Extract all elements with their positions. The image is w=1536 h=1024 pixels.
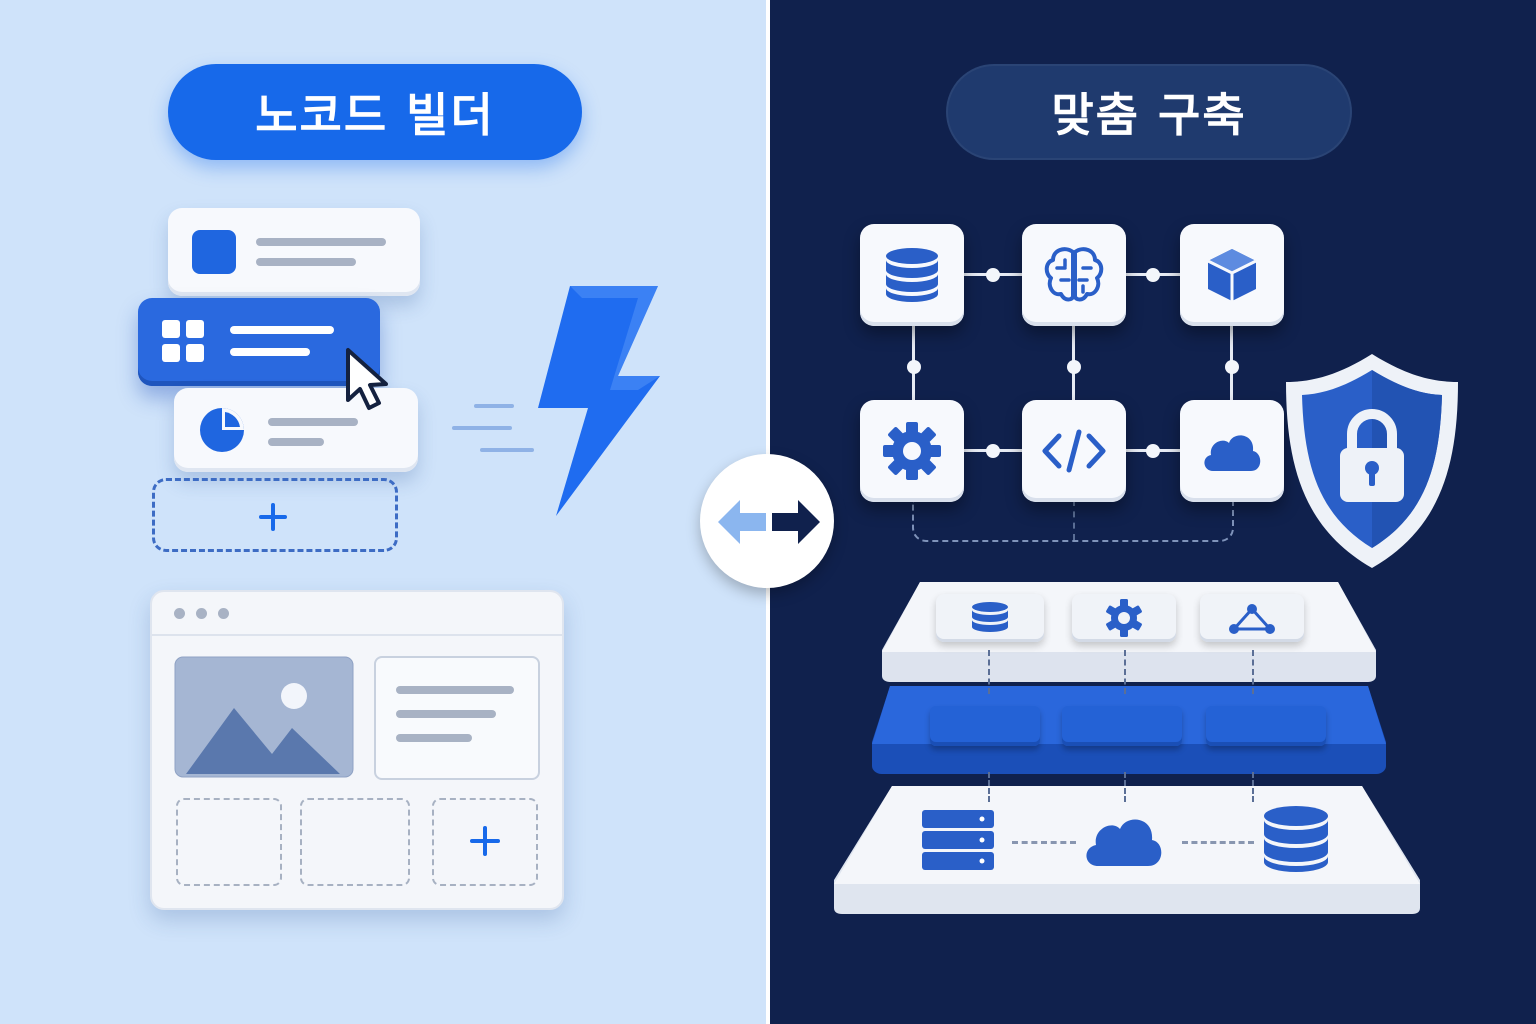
browser-window-mock: [150, 590, 564, 910]
brain-node: [1022, 224, 1126, 326]
text-line: [256, 238, 386, 246]
database-icon: [1264, 806, 1328, 872]
speed-line: [452, 426, 512, 430]
dashed-connector: [988, 772, 990, 802]
connector-joint: [907, 360, 921, 374]
add-slot[interactable]: [432, 798, 538, 886]
database-icon: [886, 248, 938, 302]
grid-icon: [162, 320, 206, 364]
text-line: [396, 734, 472, 742]
text-line: [268, 418, 358, 426]
dashed-connector: [912, 500, 1234, 542]
dashed-connector: [1124, 650, 1126, 694]
brain-icon: [1044, 247, 1104, 302]
cloud-node: [1180, 400, 1284, 502]
window-dot: [218, 608, 229, 619]
pie-chart-icon: [200, 408, 244, 452]
service-slot: [936, 594, 1044, 642]
cloud-icon: [1086, 819, 1162, 866]
network-icon: [1229, 604, 1275, 634]
code-node: [1022, 400, 1126, 502]
gear-icon: [883, 422, 941, 480]
connector-joint: [1225, 360, 1239, 374]
dashed-connector: [1073, 500, 1075, 540]
database-node: [860, 224, 964, 326]
window-dot: [174, 608, 185, 619]
swap-arrows-icon: [718, 500, 820, 544]
service-slot: [1072, 594, 1176, 642]
server-icon: [922, 810, 994, 870]
shield-lock-icon: [1286, 354, 1458, 568]
image-placeholder-icon: [174, 656, 354, 778]
block-card-1: [168, 208, 420, 296]
square-icon: [192, 230, 236, 274]
text-line: [396, 686, 514, 694]
dashed-connector: [1012, 841, 1076, 844]
text-line: [396, 710, 496, 718]
cloud-icon: [1204, 435, 1261, 471]
module-block: [1206, 706, 1326, 746]
connector-joint: [986, 444, 1000, 458]
no-code-title: 노코드 빌더: [168, 64, 582, 160]
lightning-icon: [538, 286, 660, 516]
plus-icon: [259, 503, 287, 531]
logic-layer: [870, 684, 1388, 776]
speed-line: [480, 448, 534, 452]
connector-joint: [1146, 268, 1160, 282]
empty-slot[interactable]: [300, 798, 410, 886]
connector-joint: [1146, 444, 1160, 458]
add-block-slot[interactable]: [152, 478, 398, 552]
text-line: [256, 258, 356, 266]
window-dot: [196, 608, 207, 619]
cursor-icon: [346, 348, 388, 410]
connector-joint: [986, 268, 1000, 282]
block-card-2: [138, 298, 380, 386]
cube-icon: [1207, 249, 1257, 301]
dashed-connector: [1182, 841, 1254, 844]
text-line: [268, 438, 324, 446]
service-slot: [1200, 594, 1304, 642]
module-block: [930, 706, 1040, 746]
text-block-card: [374, 656, 540, 780]
gear-icon: [1106, 599, 1142, 637]
text-line: [230, 326, 334, 334]
empty-slot[interactable]: [176, 798, 282, 886]
service-layer: [880, 580, 1378, 684]
module-block: [1062, 706, 1182, 746]
window-header-divider: [152, 634, 562, 636]
connector-joint: [1067, 360, 1081, 374]
dashed-connector: [1252, 650, 1254, 694]
database-icon: [972, 602, 1008, 632]
dashed-connector: [1124, 772, 1126, 802]
plus-icon: [470, 826, 500, 856]
code-icon: [1042, 429, 1106, 473]
speed-line: [474, 404, 514, 408]
custom-build-title: 맞춤 구축: [946, 64, 1352, 160]
cube-node: [1180, 224, 1284, 326]
dashed-connector: [1252, 772, 1254, 802]
infrastructure-layer: [832, 784, 1422, 916]
dashed-connector: [988, 650, 990, 694]
settings-node: [860, 400, 964, 502]
text-line: [230, 348, 310, 356]
